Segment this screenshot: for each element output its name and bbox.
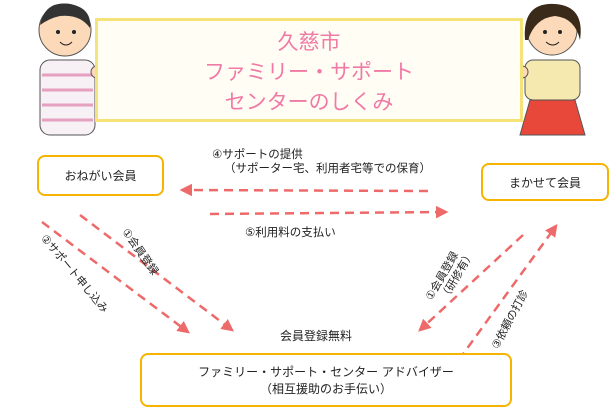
arrow-apply — [41, 221, 190, 334]
requester-label: おねがい会員 — [64, 169, 137, 183]
advisor-sublabel: （相互援助のお手伝い） — [259, 382, 392, 396]
support-label: ④サポートの提供 — [212, 147, 303, 161]
free-registration-label: 会員登録無料 — [280, 329, 353, 343]
left-character-icon — [38, 3, 104, 136]
title-line: ファミリー・サポート — [204, 60, 414, 84]
arrow-payment — [209, 205, 449, 219]
requester-member-box: おねがい会員 — [37, 155, 164, 196]
provider-member-box: まかせて会員 — [481, 163, 609, 201]
payment-label: ⑤利用料の支払い — [245, 225, 336, 239]
title-banner: 久慈市 ファミリー・サポート センターのしくみ — [95, 18, 523, 122]
arrow-register-left — [79, 214, 234, 332]
title-line: センターのしくみ — [224, 90, 394, 114]
arrow-register-right — [418, 234, 524, 332]
title-line: 久慈市 — [277, 30, 341, 54]
advisor-label: ファミリー・サポート・センター アドバイザー — [198, 365, 454, 379]
arrow-support — [179, 183, 429, 197]
right-character-icon — [515, 3, 586, 136]
arrow-request — [448, 223, 558, 373]
support-sublabel: （サポーター宅、利用者宅等での保育） — [224, 161, 431, 175]
provider-label: まかせて会員 — [508, 175, 581, 190]
advisor-box: ファミリー・サポート・センター アドバイザー （相互援助のお手伝い） — [140, 353, 512, 407]
